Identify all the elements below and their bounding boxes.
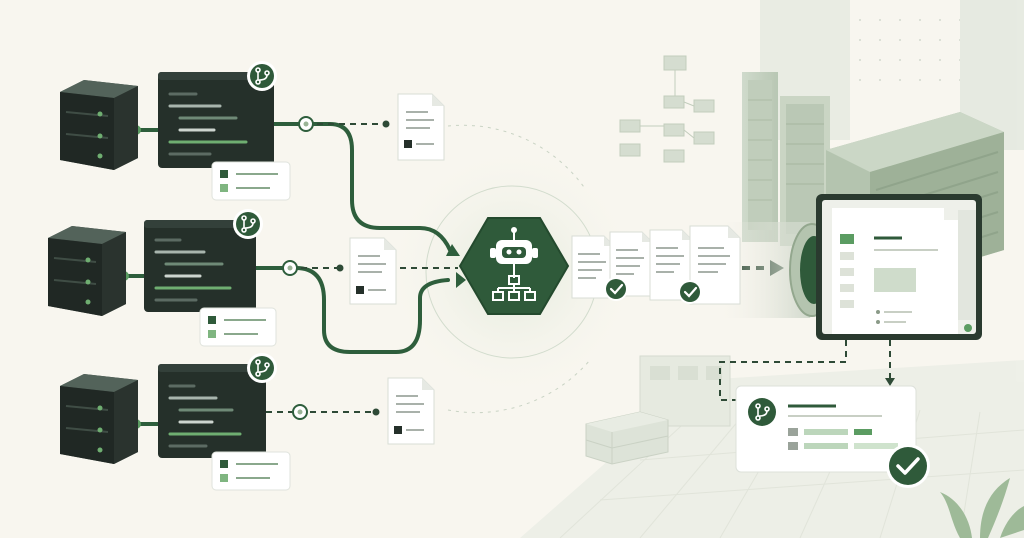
document-icon: [349, 237, 397, 305]
flow-line-top: [272, 122, 452, 252]
server-1: [60, 80, 138, 170]
nav-item: [840, 300, 854, 308]
server-tower-left: [742, 72, 778, 242]
flow-line-middle: [254, 266, 450, 354]
ai-hub: [458, 217, 570, 315]
status-card-2: [199, 307, 277, 347]
check-icon: [886, 444, 930, 488]
review-connector: [719, 340, 847, 401]
cargo-stack: [585, 411, 669, 465]
dashboard-screen: [816, 194, 982, 340]
code-terminal-3: [158, 353, 277, 458]
robot-icon: [490, 227, 538, 301]
code-terminal-1: [158, 61, 277, 168]
content-block: [874, 268, 916, 292]
server-3: [60, 374, 138, 464]
status-card-1: [211, 161, 291, 201]
check-icon: [678, 280, 702, 304]
nav-item: [840, 268, 854, 276]
git-branch-icon: [250, 356, 274, 380]
nav-item: [840, 284, 854, 292]
document-icon: [387, 377, 435, 445]
processed-document: [689, 225, 741, 305]
code-terminal-2: [144, 209, 263, 312]
nav-item: [840, 252, 854, 260]
review-card: [735, 385, 917, 473]
git-branch-icon: [236, 212, 260, 236]
document-icon: [397, 93, 445, 161]
git-branch-icon: [748, 398, 776, 426]
status-card-3: [211, 451, 291, 491]
hierarchy-sketch: [619, 55, 715, 163]
orbit-line: [447, 359, 591, 414]
leaf-icon: [940, 478, 1024, 538]
server-2: [48, 226, 126, 316]
nav-item: [840, 234, 854, 244]
check-icon: [604, 277, 628, 301]
git-branch-icon: [250, 64, 274, 88]
